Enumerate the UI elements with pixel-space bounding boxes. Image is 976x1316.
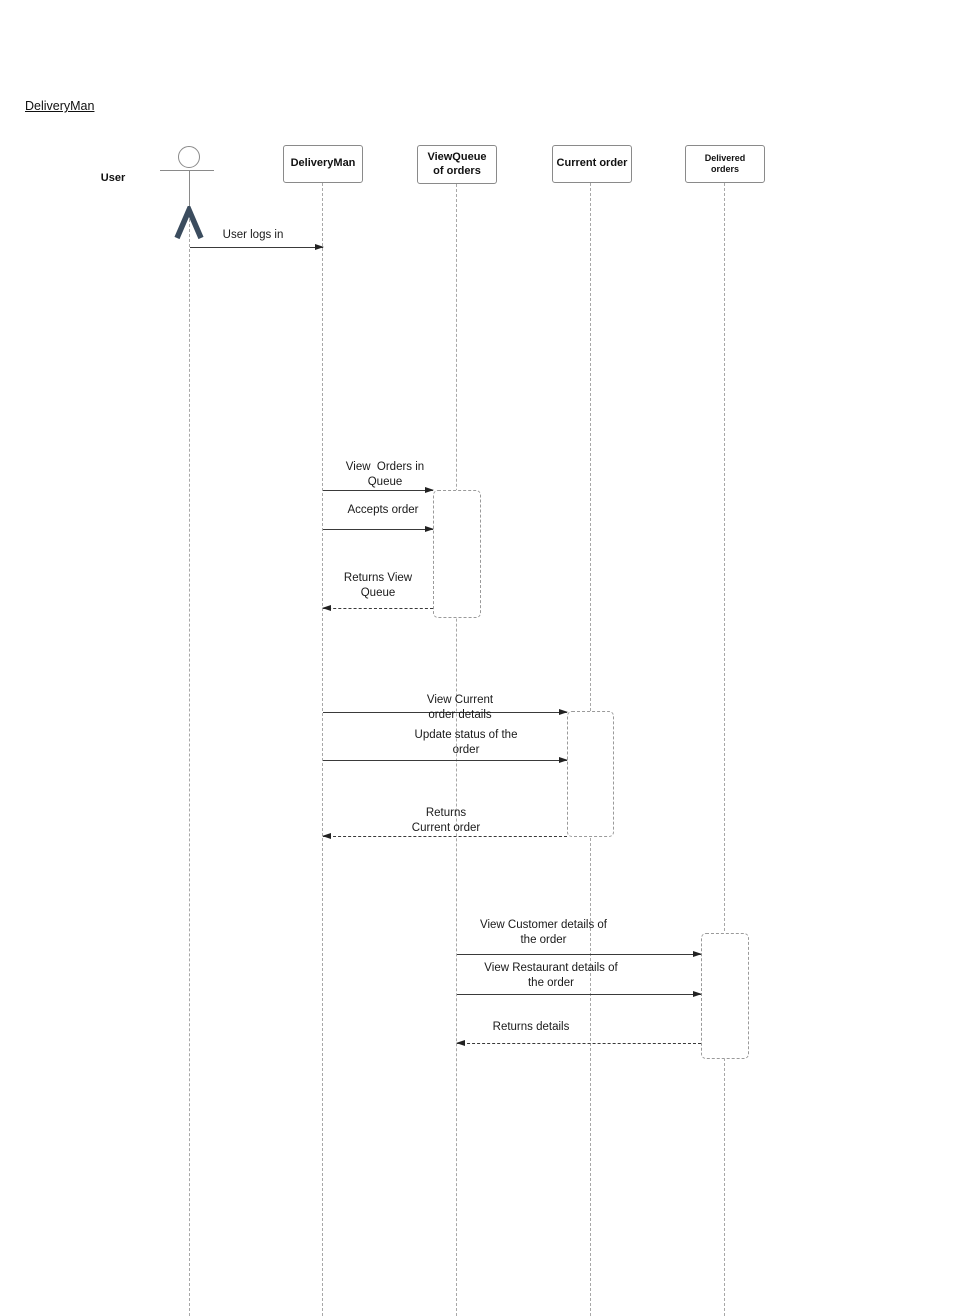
activation-delivered-orders [701,933,749,1059]
message-line-view-customer-details [457,951,702,957]
arrowhead-right-icon [693,991,702,997]
lifeline-delivered-orders [724,183,725,1316]
lifeline-user [189,214,190,1316]
user-actor-body [189,171,190,212]
lifeline-viewqueue-of-orders [456,184,457,1316]
message-line-returns-details [456,1040,701,1046]
message-line-view-orders-in-queue [323,487,434,493]
message-label-returns-view-queue: Returns View Queue [343,572,416,599]
arrowhead-right-icon [425,487,434,493]
message-line-returns-current-order [322,833,567,839]
lifeline-header-current-order: Current order [552,145,632,183]
arrowhead-left-icon [322,833,331,839]
message-line-view-current-order-details [323,709,568,715]
arrowhead-right-icon [315,244,324,250]
message-label-returns-details: Returns details [492,1021,570,1033]
message-label-update-status-of-the-order: Update status of the order [414,729,521,756]
lifeline-header-deliveryman: DeliveryMan [283,145,363,183]
message-line-user-logs-in [190,244,324,250]
message-label-view-restaurant-details: View Restaurant details of the order [484,962,621,989]
message-line-view-restaurant-details [457,991,702,997]
message-label-view-current-order-details: View Current order details [426,694,497,721]
lifeline-header-viewqueue-of-orders: ViewQueue of orders [417,145,497,184]
user-actor-arms [160,170,214,171]
actor-label-user: User [100,172,126,184]
lifeline-deliveryman [322,183,323,1316]
activation-viewqueue-of-orders [433,490,481,618]
arrowhead-left-icon [322,605,331,611]
arrowhead-right-icon [425,526,434,532]
message-line-returns-view-queue [322,605,433,611]
message-label-view-customer-details: View Customer details of the order [480,919,611,946]
user-actor-head-icon [178,146,200,168]
user-actor-legs-icon [174,206,204,240]
arrowhead-right-icon [693,951,702,957]
lifeline-header-delivered-orders: Delivered orders [685,145,765,183]
message-label-view-orders-in-queue: View Orders in Queue [345,461,428,488]
arrowhead-right-icon [559,757,568,763]
message-label-accepts-order: Accepts order [347,504,419,516]
arrowhead-left-icon [456,1040,465,1046]
message-label-returns-current-order: Returns Current order [411,807,481,834]
activation-current-order [567,711,614,837]
message-label-user-logs-in: User logs in [222,229,284,241]
message-line-update-status-of-the-order [323,757,568,763]
arrowhead-right-icon [559,709,568,715]
page-title: DeliveryMan [25,99,95,113]
message-line-accepts-order [323,526,434,532]
